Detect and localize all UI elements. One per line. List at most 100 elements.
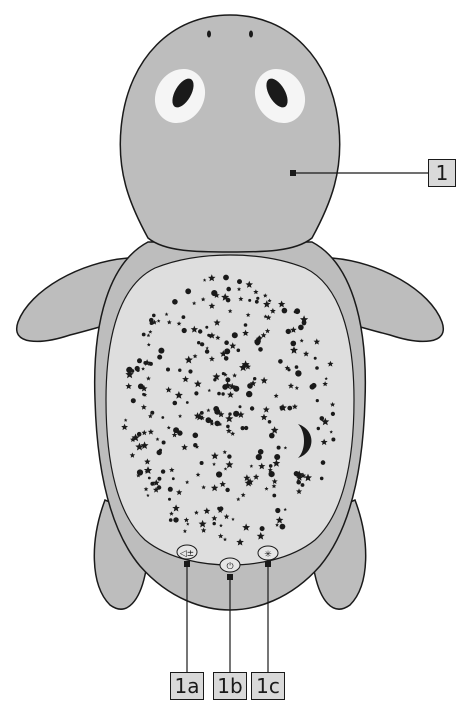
callout-1b-label: 1b bbox=[217, 674, 242, 698]
shell-dot bbox=[223, 275, 229, 281]
shell-dot bbox=[182, 315, 186, 319]
shell-dot bbox=[166, 368, 170, 372]
shell-dot bbox=[232, 332, 238, 338]
power-icon: ⏻ bbox=[226, 561, 233, 572]
shell-dot bbox=[186, 401, 189, 404]
shell-dot bbox=[185, 288, 191, 294]
shell-dot bbox=[219, 506, 224, 511]
shell-dot bbox=[258, 449, 264, 455]
light-sparkle-icon: ✳ bbox=[264, 550, 272, 560]
shell-dot bbox=[295, 370, 301, 376]
shell-dot bbox=[237, 349, 241, 353]
shell-dot bbox=[291, 341, 297, 347]
shell-dot bbox=[224, 356, 229, 361]
shell-dot bbox=[320, 477, 324, 481]
shell-dot bbox=[159, 449, 162, 452]
shell-dot bbox=[275, 508, 280, 513]
shell-dot bbox=[200, 342, 204, 346]
shell-dot bbox=[126, 367, 132, 373]
callout-1: 1 bbox=[428, 159, 456, 187]
shell-dot bbox=[148, 477, 151, 480]
shell-dot bbox=[239, 405, 242, 408]
shell-dot bbox=[315, 366, 319, 370]
shell-dot bbox=[225, 377, 230, 382]
callout-1a-label: 1a bbox=[175, 674, 200, 698]
light-button[interactable]: ✳ bbox=[258, 546, 278, 560]
shell-dot bbox=[168, 498, 171, 501]
callout-1b: 1b bbox=[213, 672, 247, 700]
right-nostril bbox=[249, 31, 253, 38]
shell-dot bbox=[286, 329, 291, 334]
shell-dot bbox=[142, 393, 145, 396]
shell-dot bbox=[244, 426, 248, 430]
speaker-volume-icon: ◁± bbox=[180, 549, 194, 559]
shell-dot bbox=[205, 349, 209, 353]
shell-dot bbox=[161, 469, 165, 473]
callout-1a: 1a bbox=[170, 672, 204, 700]
shell-dot bbox=[269, 464, 273, 468]
shell-dot bbox=[150, 411, 154, 415]
shell-dot bbox=[137, 358, 142, 363]
shell-dot bbox=[246, 391, 252, 397]
shell-dot bbox=[178, 369, 181, 372]
shell-dot bbox=[200, 411, 204, 415]
shell-dot bbox=[213, 522, 216, 525]
shell-dot bbox=[224, 348, 230, 354]
shell-dot bbox=[248, 299, 251, 302]
shell-dot bbox=[260, 526, 265, 531]
shell-dot bbox=[188, 369, 192, 373]
shell-dot bbox=[228, 412, 231, 415]
power-button[interactable]: ⏻ bbox=[220, 558, 240, 572]
shell-dot bbox=[206, 417, 212, 423]
shell-dot bbox=[316, 399, 319, 402]
shell-dot bbox=[294, 471, 299, 476]
shell-dot bbox=[211, 290, 217, 296]
callout-1c: 1c bbox=[251, 672, 285, 700]
shell-dot bbox=[256, 342, 259, 345]
callout-1c-label: 1c bbox=[256, 674, 280, 698]
shell-dot bbox=[250, 406, 254, 410]
shell-dot bbox=[193, 433, 199, 439]
shell-dot bbox=[173, 427, 179, 433]
shell-dot bbox=[277, 446, 281, 450]
shell-dot bbox=[158, 348, 164, 354]
callout-1-label: 1 bbox=[436, 161, 449, 185]
left-nostril bbox=[207, 31, 211, 38]
shell-dot bbox=[296, 480, 301, 485]
shell-dot bbox=[298, 325, 304, 331]
shell-dot bbox=[253, 377, 256, 380]
shell-dot bbox=[194, 391, 198, 395]
turtle-shell bbox=[106, 255, 354, 565]
shell-dot bbox=[162, 441, 166, 445]
shell-dot bbox=[205, 326, 208, 329]
shell-dot bbox=[172, 299, 178, 305]
shell-dot bbox=[331, 438, 335, 442]
shell-dot bbox=[294, 308, 300, 314]
volume-button[interactable]: ◁± bbox=[177, 545, 197, 559]
shell-dot bbox=[173, 517, 178, 522]
shell-dot bbox=[169, 518, 173, 522]
shell-dot bbox=[225, 488, 229, 492]
shell-dot bbox=[157, 485, 161, 489]
shell-dot bbox=[226, 425, 230, 429]
shell-dot bbox=[317, 427, 320, 430]
shell-dot bbox=[200, 461, 204, 465]
shell-dot bbox=[168, 487, 173, 492]
shell-dot bbox=[157, 477, 161, 481]
shell-dot bbox=[287, 406, 292, 411]
shell-dot bbox=[258, 347, 263, 352]
shell-dot bbox=[213, 378, 216, 381]
shell-dot bbox=[216, 471, 222, 477]
shell-dot bbox=[182, 328, 187, 333]
shell-dot bbox=[269, 433, 275, 439]
shell-dot bbox=[241, 426, 245, 430]
shell-dot bbox=[137, 432, 142, 437]
shell-dot bbox=[142, 333, 146, 337]
shell-dot bbox=[320, 416, 325, 421]
shell-dot bbox=[244, 323, 248, 327]
shell-dot bbox=[256, 297, 259, 300]
shell-dot bbox=[272, 494, 276, 498]
shell-dot bbox=[311, 383, 316, 388]
turtle-head bbox=[120, 15, 340, 252]
